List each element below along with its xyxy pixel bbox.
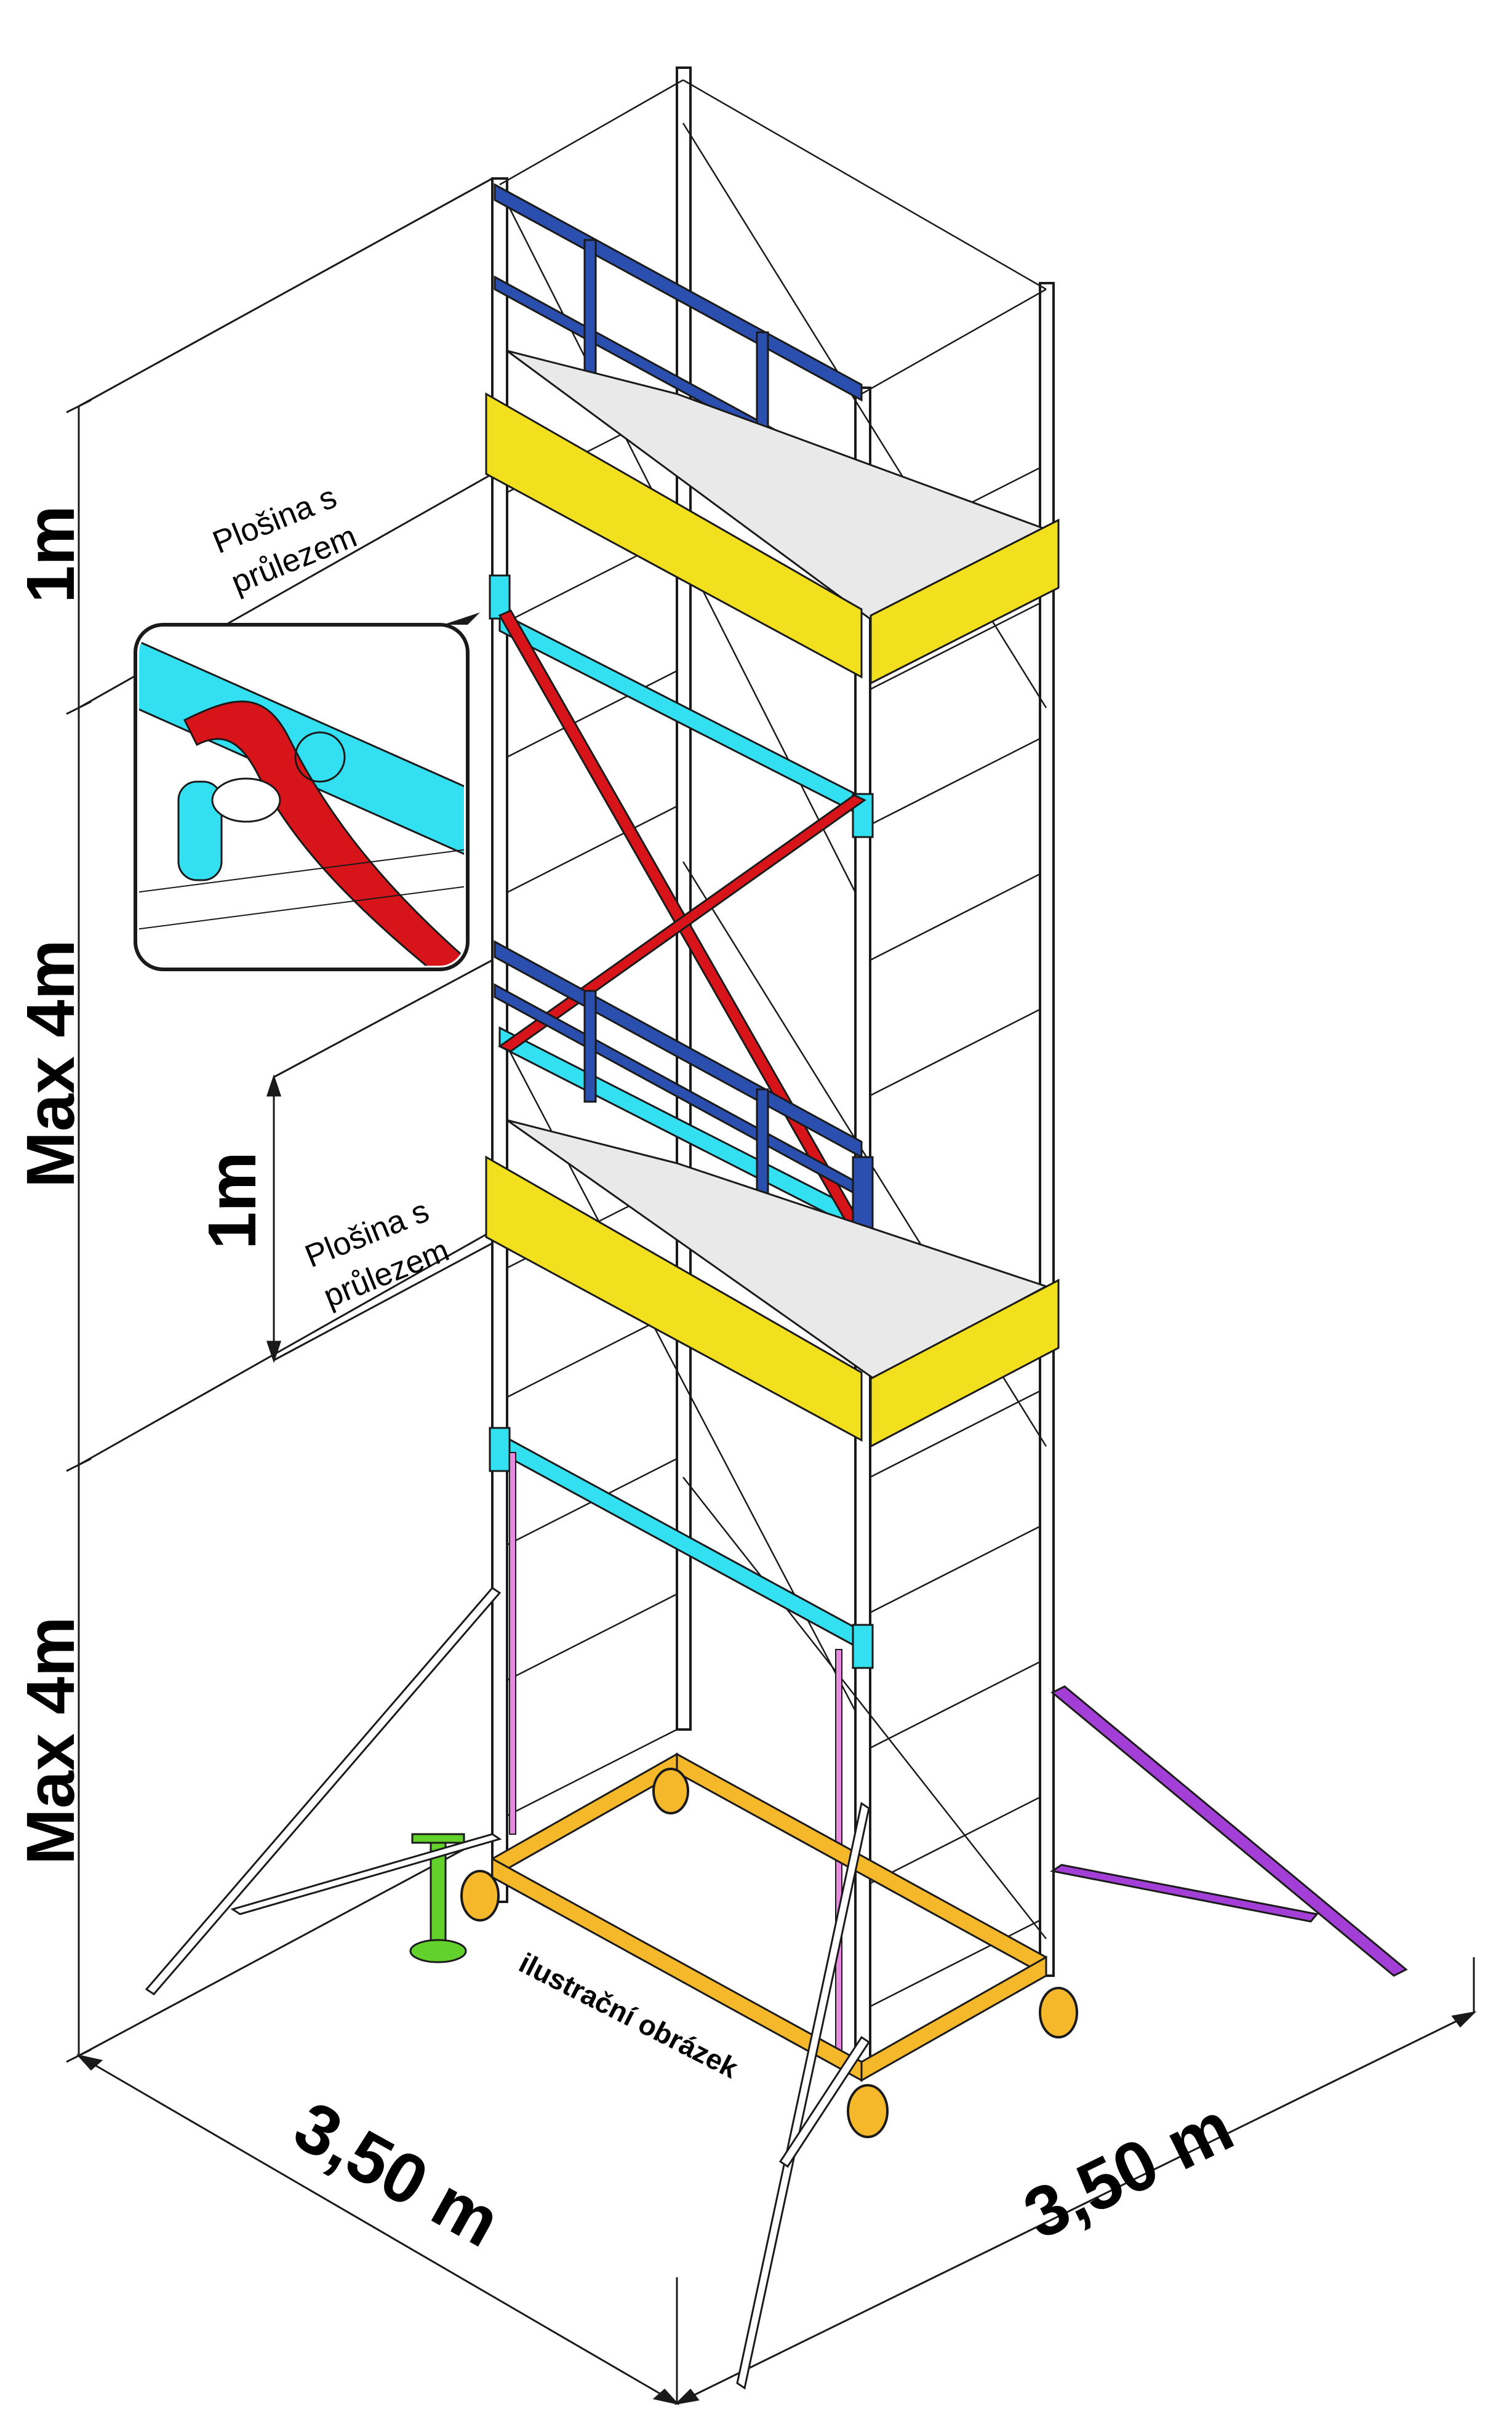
castor-icon-front-right xyxy=(847,2084,889,2138)
magnified-clamp-detail xyxy=(134,612,480,971)
width-label-right: 3,50 m xyxy=(1012,2086,1245,2254)
castor-icon-back-left xyxy=(652,1768,689,1814)
height-label-inner: 1m xyxy=(194,1152,270,1249)
castor-icon-back-right xyxy=(1039,1987,1078,2038)
height-label-middle: Max 4m xyxy=(13,939,89,1188)
top-platform xyxy=(485,350,1060,685)
mid-platform xyxy=(485,1119,1060,1448)
castor-icon-front-left xyxy=(460,1870,500,1922)
base-jack-icon xyxy=(409,1833,467,1963)
cyan-braces-lower xyxy=(489,1427,874,1669)
castor-wheels xyxy=(460,1768,1078,2138)
illustration-note: ilustrační obrázek xyxy=(514,1947,743,2085)
tower-frame xyxy=(491,66,1055,2063)
height-label-bottom: Max 4m xyxy=(13,1616,89,1865)
outriggers xyxy=(145,1587,1408,2390)
height-label-top: 1m xyxy=(13,505,89,603)
width-dimension-lines xyxy=(76,1957,1477,2405)
inner-height-dimension xyxy=(266,959,493,1363)
base-frame xyxy=(491,1752,1047,2082)
height-dimension-lines xyxy=(66,177,493,2063)
width-label-left: 3,50 m xyxy=(282,2086,513,2263)
